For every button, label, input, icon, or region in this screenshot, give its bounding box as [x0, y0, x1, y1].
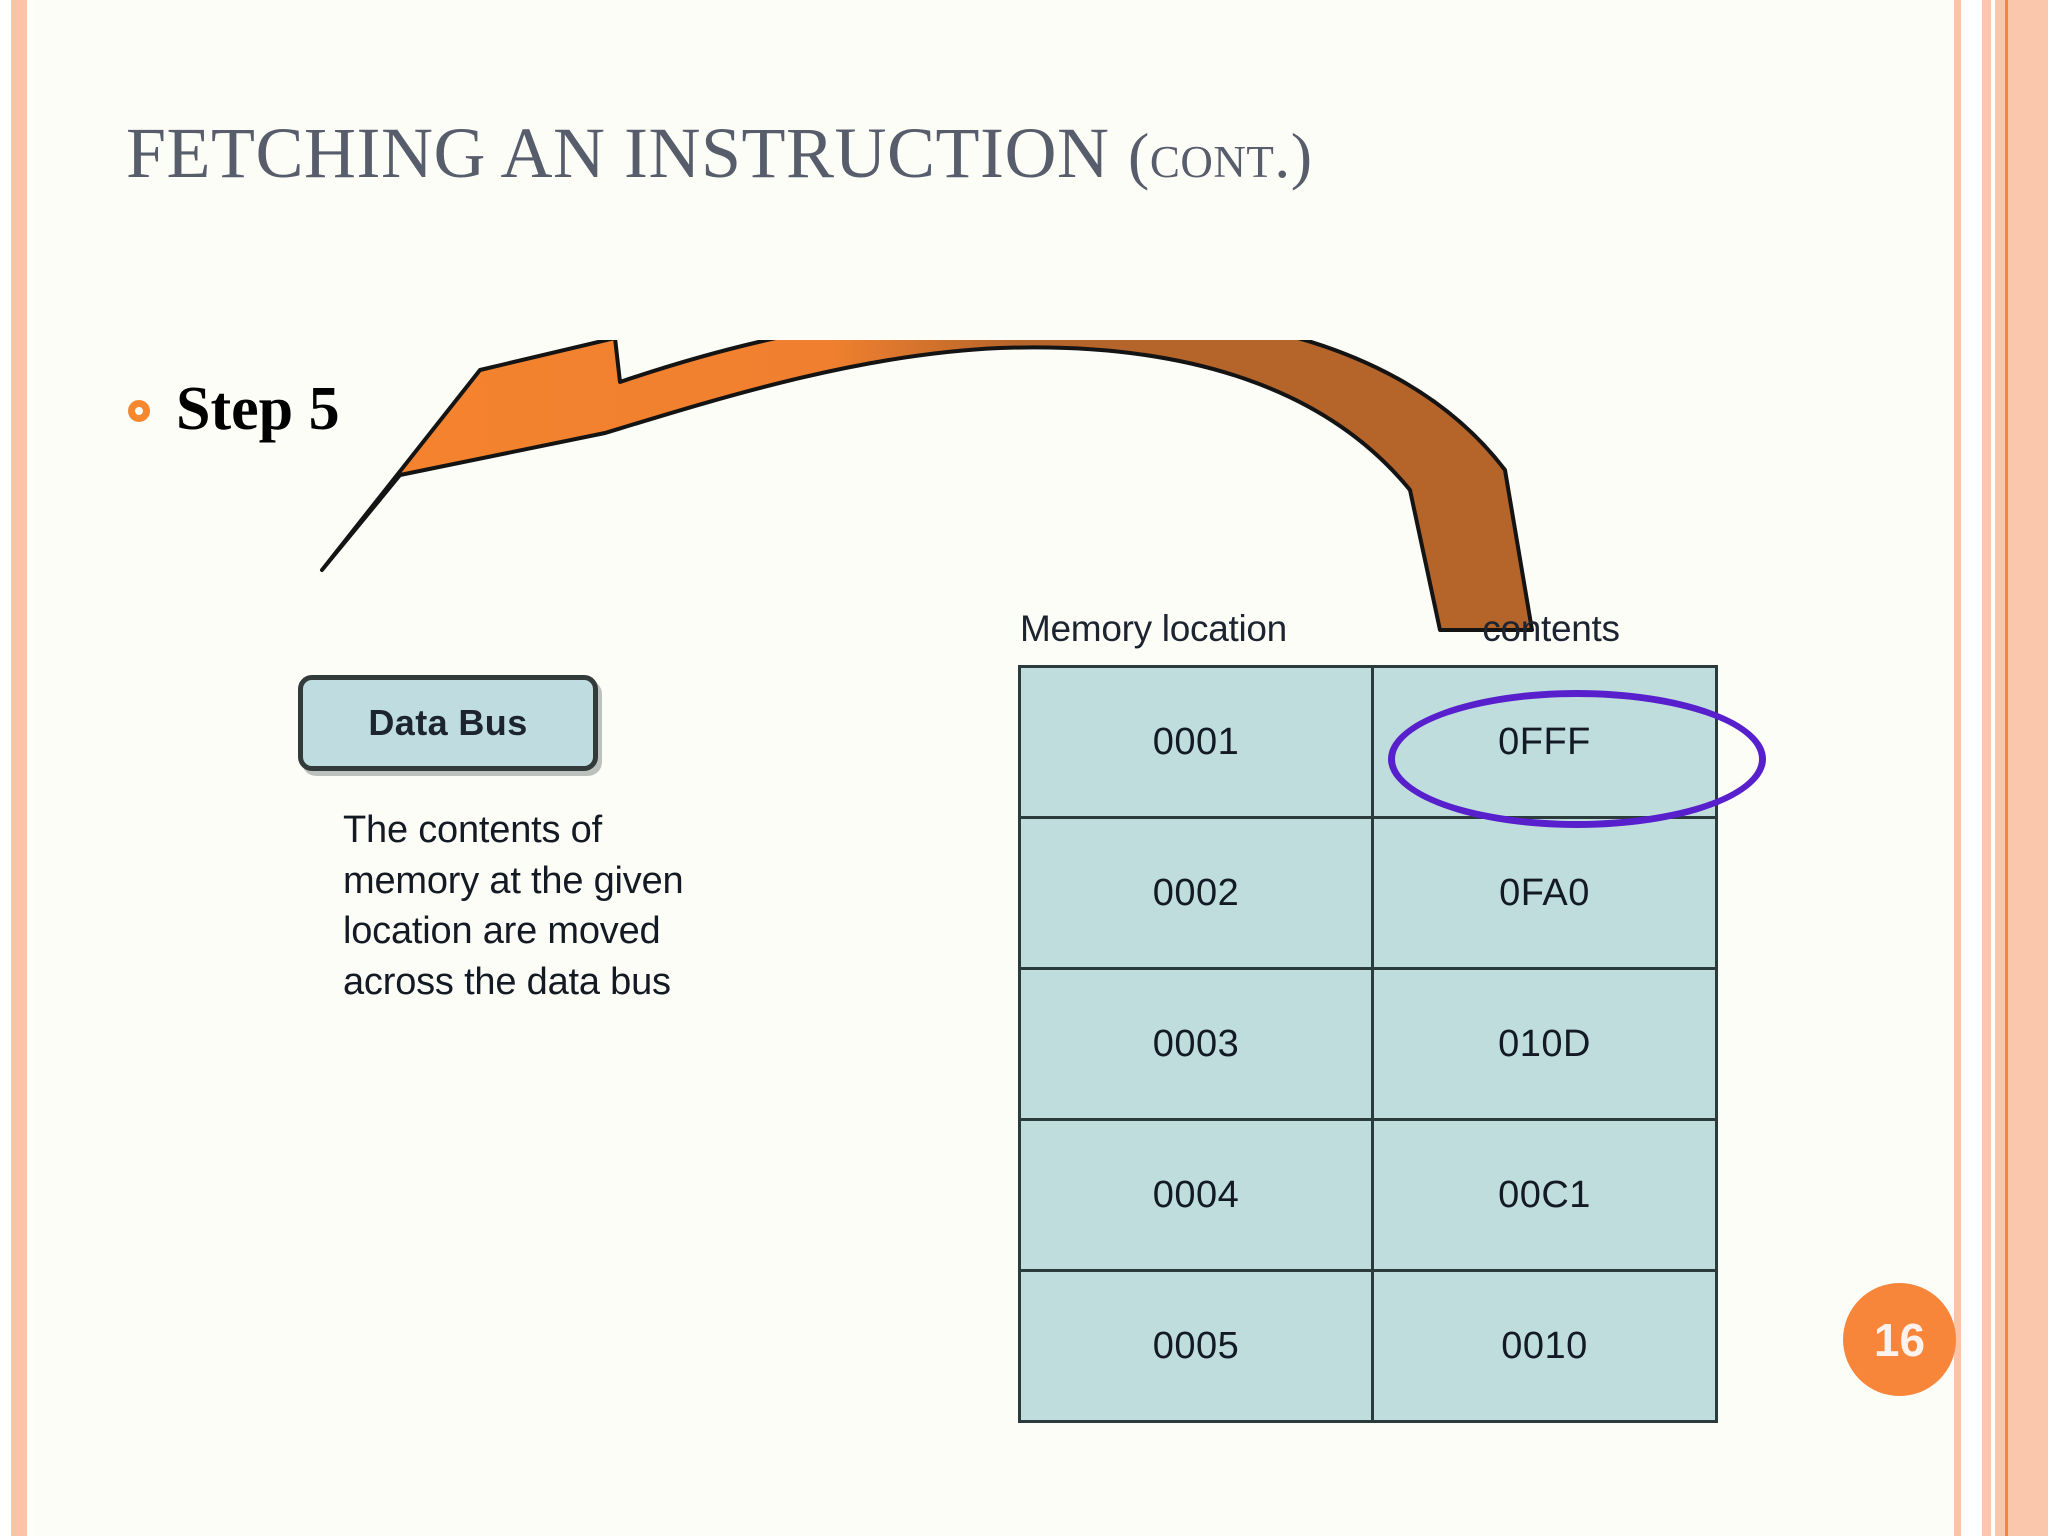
highlight-ellipse-annotation	[1388, 690, 1766, 828]
slide-title-main: FETCHING AN INSTRUCTION	[126, 113, 1128, 193]
cell-contents: 010D	[1371, 967, 1718, 1121]
data-bus-box: Data Bus	[298, 675, 598, 771]
bullet-label: Step 5	[176, 375, 340, 443]
left-edge-peach-stripe	[11, 0, 27, 1536]
ring-bullet-icon	[128, 400, 150, 422]
cell-location: 0004	[1018, 1118, 1374, 1272]
memory-table-headers: Memory location contents	[1012, 608, 1722, 650]
cell-location: 0001	[1018, 665, 1374, 819]
header-memory-location: Memory location	[1020, 608, 1287, 649]
cell-location: 0003	[1018, 967, 1374, 1121]
left-edge-white-stripe	[0, 0, 11, 1536]
header-contents: contents	[1482, 608, 1620, 649]
right-edge-accent-line	[2005, 0, 2008, 1536]
cell-contents: 0010	[1371, 1269, 1718, 1423]
right-edge-stripe-2	[1961, 0, 1982, 1536]
slide-title: FETCHING AN INSTRUCTION (cont.)	[126, 112, 1313, 195]
cell-location: 0002	[1018, 816, 1374, 970]
description-text: The contents of memory at the given loca…	[343, 809, 684, 1003]
bullet-step-5: Step 5	[128, 378, 340, 440]
table-row: 0004 00C1	[1018, 1118, 1718, 1272]
right-edge-stripe-5	[1995, 0, 2005, 1536]
table-row: 0002 0FA0	[1018, 816, 1718, 970]
data-bus-label: Data Bus	[368, 702, 528, 743]
slide-title-continuation: (cont.)	[1128, 120, 1313, 191]
cell-contents: 0FA0	[1371, 816, 1718, 970]
table-row: 0003 010D	[1018, 967, 1718, 1121]
cell-contents: 00C1	[1371, 1118, 1718, 1272]
right-edge-stripe-3	[1982, 0, 1991, 1536]
right-edge-stripe-1	[1954, 0, 1961, 1536]
page-number-badge: 16	[1843, 1283, 1956, 1396]
curved-arrow-annotation	[320, 340, 1534, 632]
right-edge-stripe-4	[1991, 0, 1995, 1536]
table-row: 0005 0010	[1018, 1269, 1718, 1423]
left-edge-gap-stripe	[27, 0, 33, 1536]
right-edge-stripe-7	[2008, 0, 2048, 1536]
cell-location: 0005	[1018, 1269, 1374, 1423]
